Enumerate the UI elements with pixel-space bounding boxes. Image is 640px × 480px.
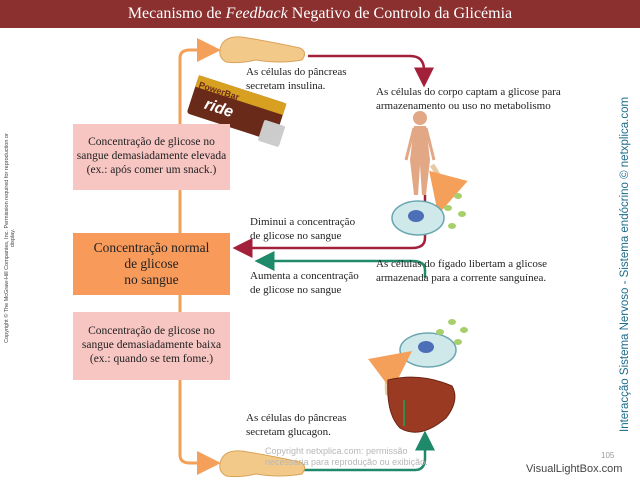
normal-glucose-box: Concentração normal de glicose no sangue (73, 233, 230, 295)
glucagon-label-line1: As células do pâncreas (246, 412, 347, 424)
decrease-label-line2: de glicose no sangue (250, 229, 342, 242)
high-glucose-box: Concentração de glicose no sangue demasi… (73, 124, 230, 190)
liver-label: As células do fígado libertam a glicose … (376, 258, 547, 286)
orange-feedback-arrow (178, 38, 221, 475)
copyright-footer-line1: Copyright netxplica.com: permissão (265, 446, 408, 456)
human-body-icon (404, 111, 436, 195)
body-to-cell-arrow (429, 163, 468, 215)
increase-label-line2: de glicose no sangue (250, 283, 342, 296)
title-prefix: Mecanismo de (127, 5, 226, 22)
decrease-label-line1: Diminui a concentração (250, 216, 356, 228)
increase-label-line1: Aumenta a concentração (250, 270, 359, 282)
uptake-label: As células do corpo captam a glicose par… (376, 86, 561, 114)
increase-label: Aumenta a concentração de glicose no san… (250, 270, 359, 298)
title-emphasis: Feedback (225, 5, 288, 22)
normal-glucose-line1: Concentração normal (93, 239, 210, 255)
uptake-label-line1: As células do corpo captam a glicose par… (376, 86, 561, 98)
glucagon-label-line2: secretam glucagon. (246, 425, 331, 438)
green-glucagon-arrow (254, 251, 435, 472)
copyright-side-text: Copyright © The McGraw-Hill Companies, I… (4, 133, 16, 343)
decrease-label: Diminui a concentração de glicose no san… (250, 216, 355, 244)
netxplica-side-text: Interacção Sistema Nervoso - Sistema end… (619, 96, 631, 432)
snack-bar-icon (187, 75, 287, 147)
slide-title: Mecanismo de Feedback Negativo de Contro… (0, 0, 640, 28)
body-cell-icon (391, 193, 466, 236)
glucagon-label: As células do pâncreas secretam glucagon… (246, 412, 347, 440)
insulin-label-line1: As células do pâncreas (246, 66, 347, 78)
liver-icon (387, 376, 456, 433)
high-glucose-text: Concentração de glicose no sangue demasi… (76, 136, 227, 176)
low-glucose-box: Concentração de glicose no sangue demasi… (73, 312, 230, 380)
watermark-text: VisualLightBox.com (526, 463, 623, 475)
low-glucose-text: Concentração de glicose no sangue demasi… (81, 325, 222, 365)
page-number: 105 (601, 451, 615, 460)
pancreas-top-icon (219, 36, 306, 64)
normal-glucose-line3: no sangue (124, 272, 179, 288)
liver-cell-icon (399, 319, 468, 368)
red-insulin-arrow (232, 54, 434, 258)
liver-label-line2: armazenada para a corrente sanguínea. (376, 271, 547, 284)
normal-glucose-line2: de glicose (124, 255, 179, 271)
liver-label-line1: As células do fígado libertam a glicose (376, 258, 548, 270)
insulin-label-line2: secretam insulina. (246, 79, 326, 92)
copyright-footer-line2: necessária para reprodução ou exibição. (265, 457, 428, 468)
insulin-label: As células do pâncreas secretam insulina… (246, 66, 347, 94)
title-suffix: Negativo de Controlo da Glicémia (287, 5, 513, 22)
pancreas-bottom-icon (219, 450, 306, 478)
copyright-footer: Copyright netxplica.com: permissão neces… (265, 446, 428, 469)
uptake-label-line2: armazenamento ou uso no metabolismo (376, 99, 551, 112)
